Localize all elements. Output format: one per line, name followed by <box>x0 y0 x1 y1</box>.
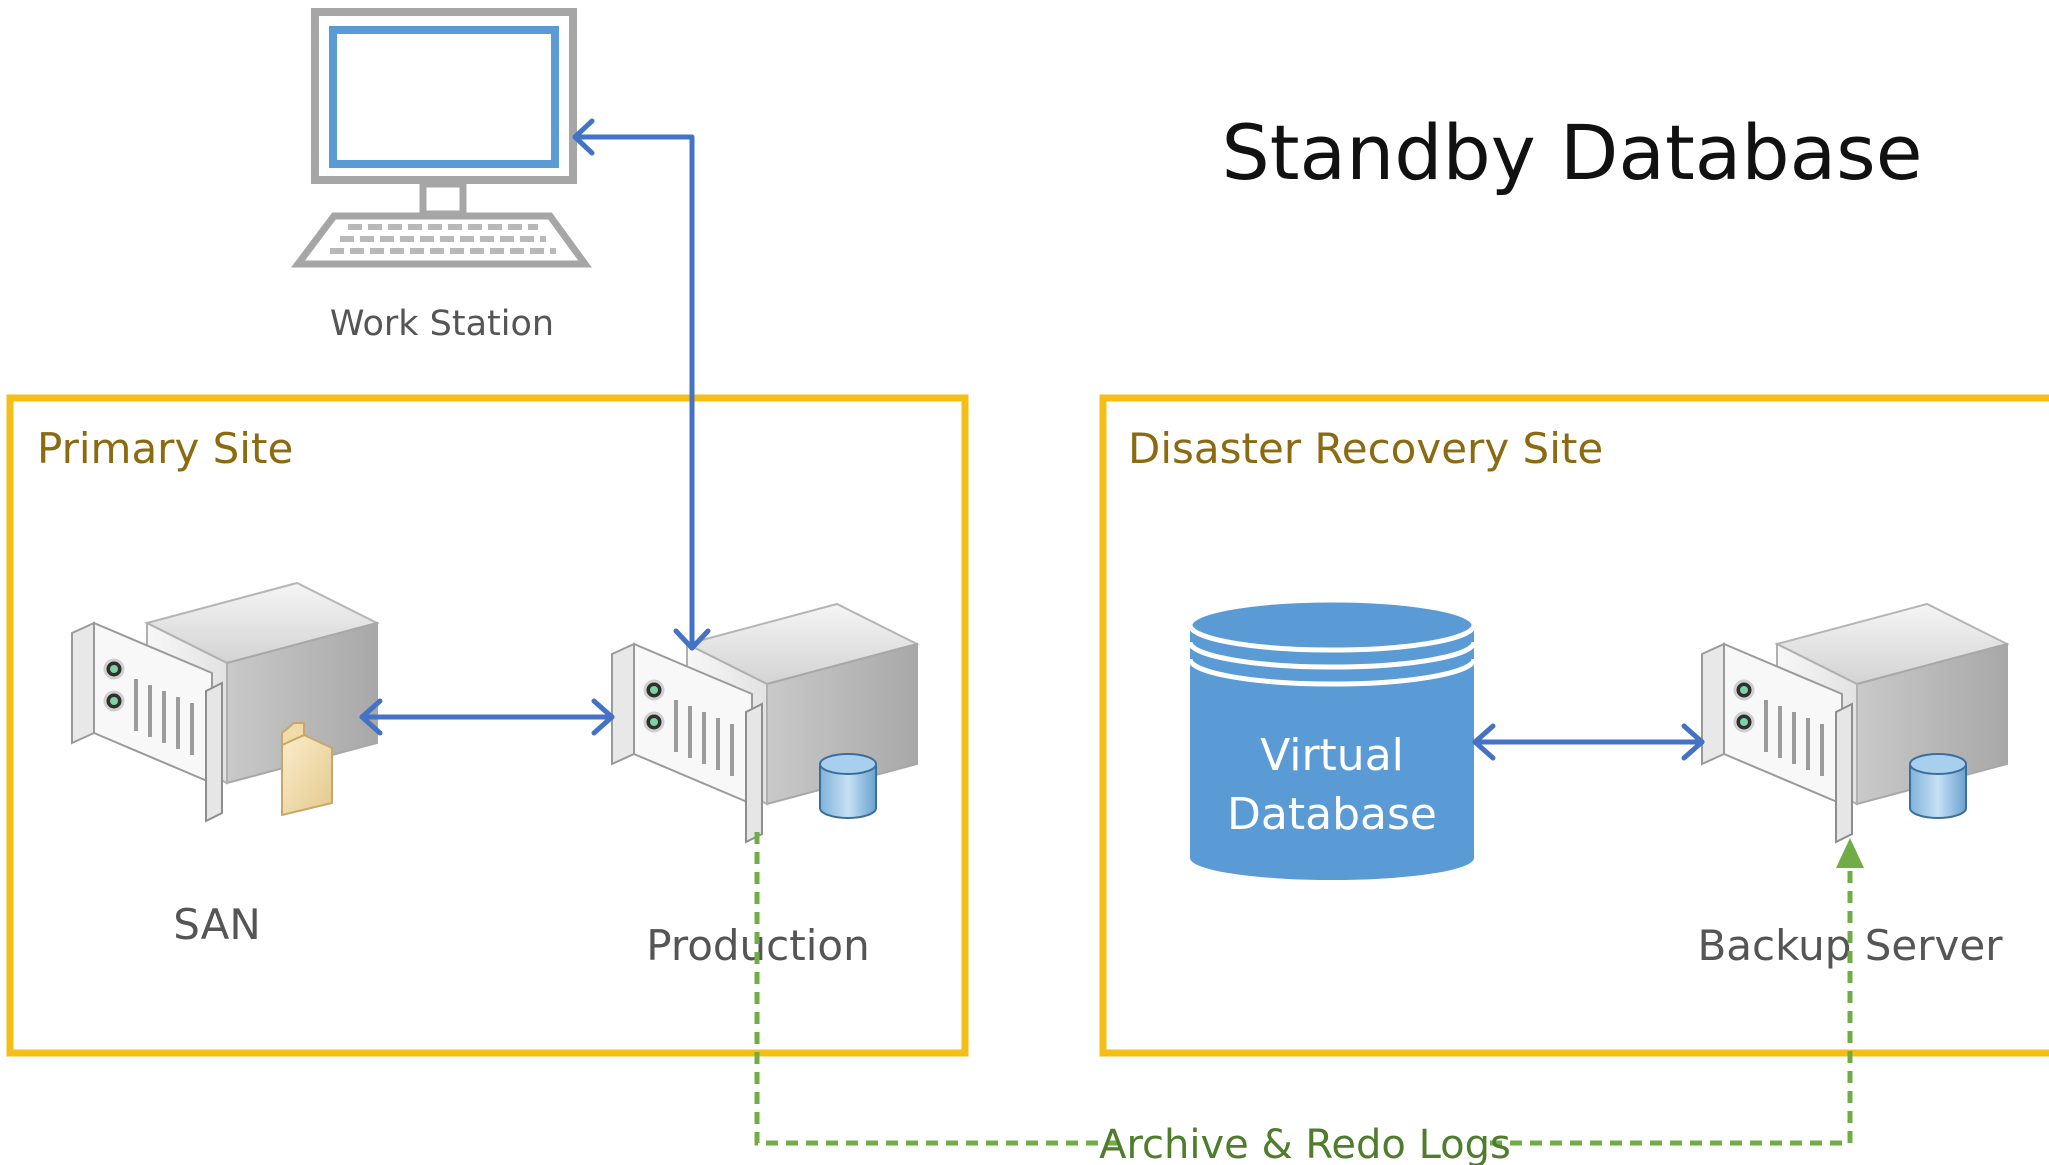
server-with-folder-icon <box>70 581 379 823</box>
dr-site-box <box>1099 394 2049 1057</box>
archive-redo-arrowhead <box>1836 838 1864 868</box>
virtualdb-backup-arrow <box>1472 723 1705 761</box>
virtual-database-label-line2: Database <box>1227 789 1437 840</box>
archive-redo-logs-label: Archive & Redo Logs <box>1099 1122 1511 1165</box>
workstation-production-arrow <box>572 118 711 651</box>
san-production-arrow <box>359 698 615 736</box>
archive-redo-logs-link <box>754 832 1853 1146</box>
virtual-database-label-line1: Virtual <box>1260 730 1404 781</box>
primary-site-label: Primary Site <box>37 424 293 473</box>
primary-site-box <box>6 394 969 1057</box>
folder-icon <box>281 722 333 817</box>
dr-site-label: Disaster Recovery Site <box>1128 424 1603 473</box>
desktop-computer-icon <box>291 8 592 268</box>
backup-server-icon <box>1700 602 2009 844</box>
database-cylinder-icon <box>1187 597 1477 880</box>
production-server-icon <box>610 602 919 844</box>
database-badge-icon <box>819 753 877 819</box>
workstation-label: Work Station <box>330 304 554 344</box>
diagram-title: Standby Database <box>1221 108 1922 197</box>
san-label: SAN <box>173 900 261 949</box>
database-badge-icon <box>1909 753 1967 819</box>
